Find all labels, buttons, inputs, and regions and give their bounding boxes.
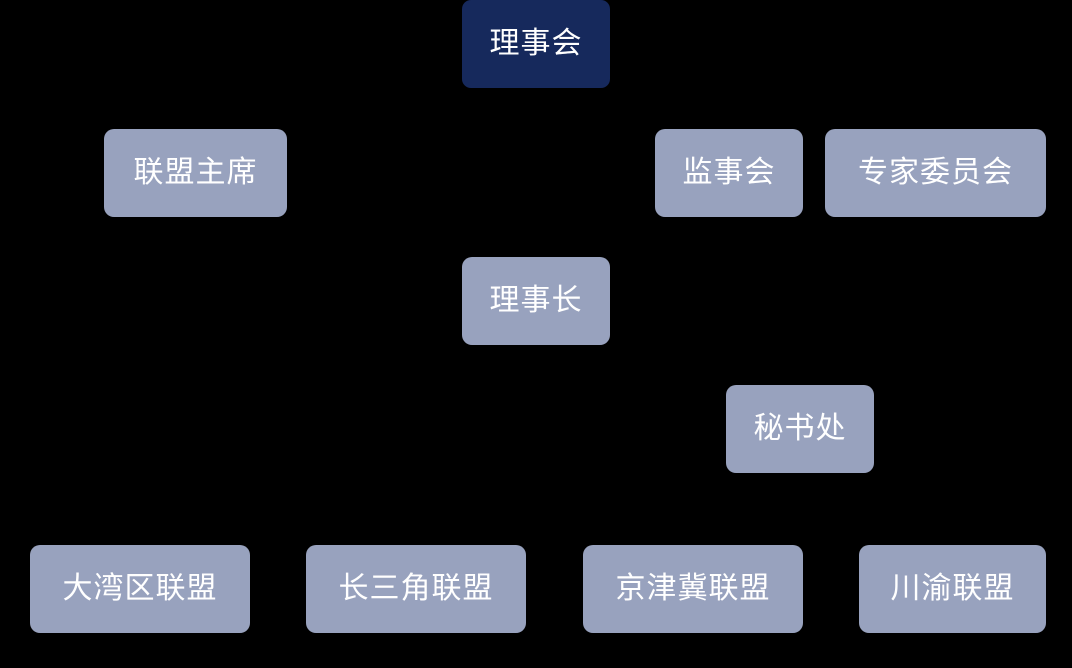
connector-regional-bus	[139, 508, 951, 510]
node-regional-chuan-yu[interactable]: 川渝联盟	[859, 545, 1046, 633]
node-label-board-of-supervisors: 监事会	[682, 155, 776, 190]
node-label-board-chairman: 理事长	[489, 283, 583, 318]
node-label-regional-jing-jin-ji: 京津冀联盟	[615, 571, 771, 606]
node-board-of-directors[interactable]: 理事会	[462, 0, 610, 88]
node-label-board-of-directors: 理事会	[489, 26, 583, 61]
node-board-of-supervisors[interactable]: 监事会	[655, 129, 803, 217]
node-label-expert-committee: 专家委员会	[858, 155, 1013, 190]
node-board-chairman[interactable]: 理事长	[462, 257, 610, 345]
node-regional-jing-jin-ji[interactable]: 京津冀联盟	[583, 545, 803, 633]
node-label-regional-greater-bay-area: 大湾区联盟	[62, 571, 218, 606]
connector-board-chairman-to-secretariat	[535, 346, 537, 429]
node-label-secretariat: 秘书处	[753, 411, 847, 446]
node-expert-committee[interactable]: 专家委员会	[825, 129, 1046, 217]
node-label-regional-yangtze-delta: 长三角联盟	[338, 571, 494, 606]
connector-root-to-board-chairman	[535, 88, 537, 256]
node-regional-greater-bay-area[interactable]: 大湾区联盟	[30, 545, 250, 633]
node-secretariat[interactable]: 秘书处	[726, 385, 874, 473]
connector-secretariat-trunk	[535, 428, 800, 430]
node-label-alliance-chairman: 联盟主席	[133, 155, 258, 190]
node-alliance-chairman[interactable]: 联盟主席	[104, 129, 287, 217]
node-regional-yangtze-delta[interactable]: 长三角联盟	[306, 545, 526, 633]
node-label-regional-chuan-yu: 川渝联盟	[890, 571, 1015, 606]
